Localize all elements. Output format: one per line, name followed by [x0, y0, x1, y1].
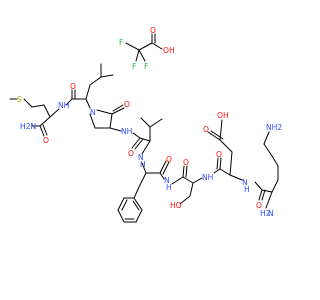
oxygen-label-val: O: [128, 149, 134, 158]
alpha-amine-label: H2: [260, 209, 271, 218]
ring-n-label: N: [90, 108, 96, 117]
h-label-asp: H: [244, 185, 250, 194]
oxygen-label-phe: O: [166, 155, 172, 164]
oxygen-label-amide: O: [43, 136, 49, 145]
oxygen-label-tfa-carbonyl: O: [150, 26, 156, 35]
oxygen-label-lactam: O: [124, 100, 130, 109]
fluorine-label-2: F: [132, 62, 136, 71]
fluorine-label-3: F: [144, 62, 148, 71]
oxygen-label-lys: O: [256, 201, 262, 210]
fluorine-label-1: F: [119, 38, 123, 47]
sulfur-label: S: [17, 95, 22, 104]
n-label-asp: N: [242, 178, 248, 187]
oxygen-label-leu: O: [70, 82, 76, 91]
hydroxyl-label-asp: OH: [217, 111, 229, 120]
nh-label-lactam: NH: [121, 127, 132, 136]
amide-n-label: H2N: [20, 122, 36, 131]
hydroxyl-label-tfa: OH: [163, 46, 175, 55]
nh-label-ser: NH: [202, 173, 213, 182]
h-label-phe: H: [166, 183, 172, 192]
bond-skeleton: [9, 33, 279, 223]
atom-labels: F F F O OH S H2N O NH O N O NH O N H O N…: [17, 26, 282, 218]
oxygen-label-ser: O: [183, 158, 189, 167]
n-label-phe: N: [164, 176, 170, 185]
h-label-val: H: [140, 160, 146, 169]
oxygen-label-asp-carbonyl: O: [203, 125, 209, 134]
terminal-amine-label: NH2: [266, 123, 282, 132]
structure-drawing: F F F O OH S H2N O NH O N O NH O N H O N…: [9, 26, 282, 223]
oxygen-label-asp: O: [216, 150, 222, 159]
nh-label-met: NH: [58, 101, 69, 110]
molecule-canvas: F F F O OH S H2N O NH O N O NH O N H O N…: [9, 26, 282, 223]
alpha-amine-n-label: N: [268, 209, 274, 218]
hydroxyl-label-ser: HO: [170, 201, 182, 210]
n-label-val: N: [138, 153, 144, 162]
